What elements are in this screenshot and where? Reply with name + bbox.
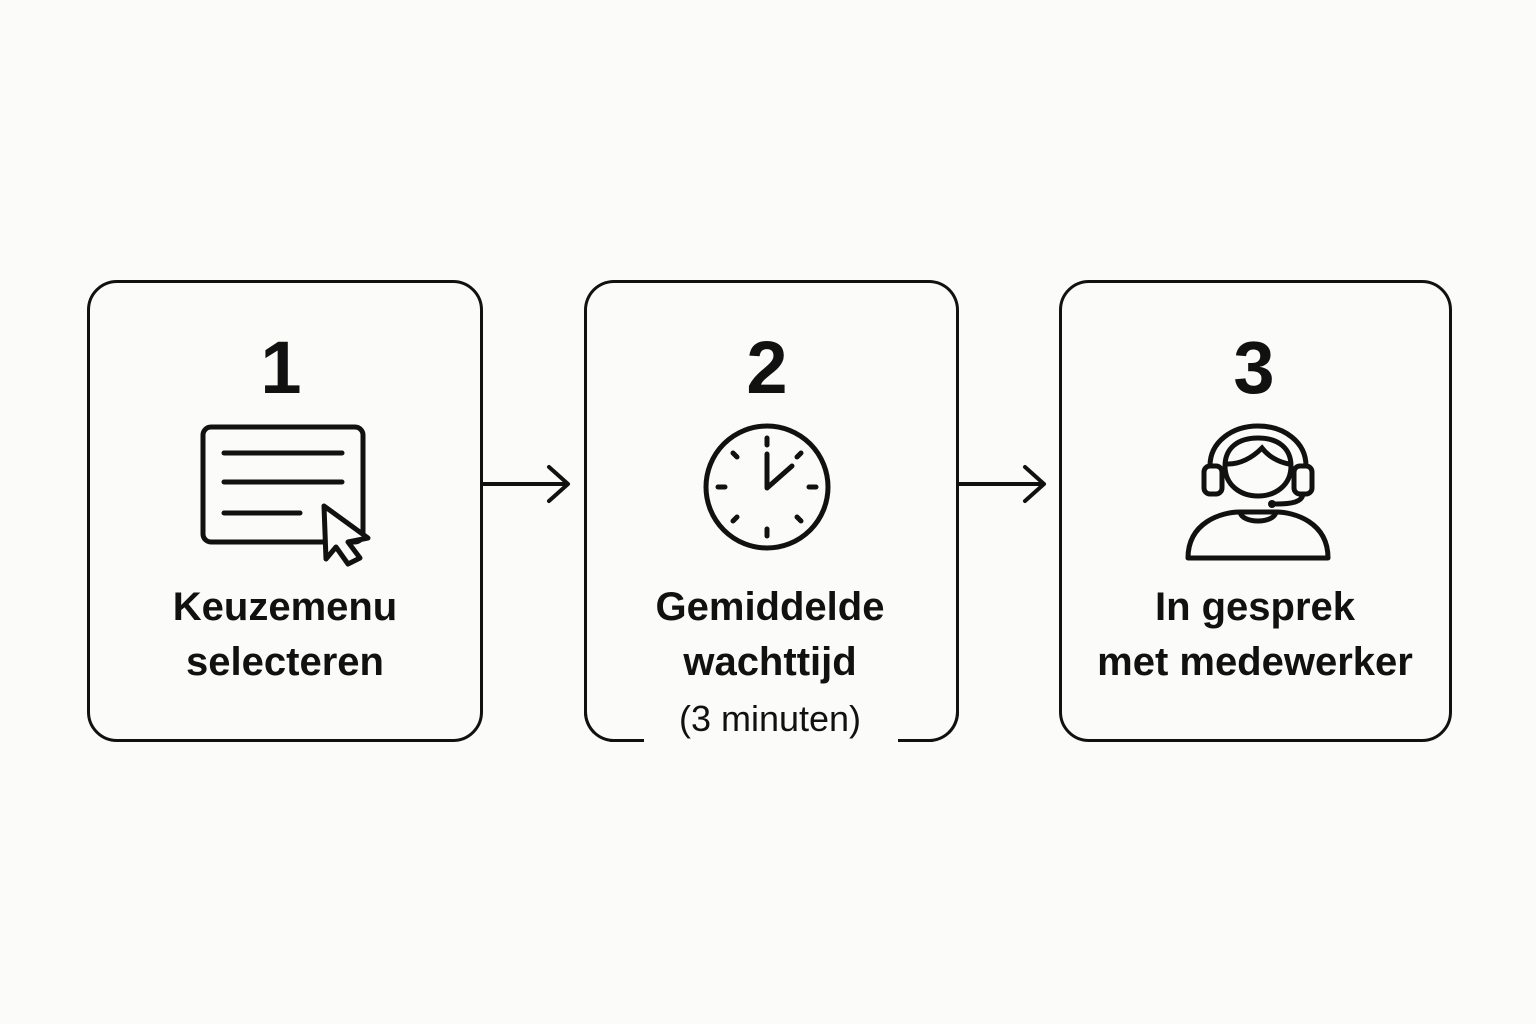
step-2-box-edge xyxy=(610,739,644,742)
step-2-box-corner xyxy=(929,712,959,742)
clock-icon xyxy=(703,423,831,551)
step-1-number: 1 xyxy=(260,326,302,409)
step-2-label-line-2: wachttijd xyxy=(683,640,857,684)
arrow-right-icon xyxy=(483,465,570,503)
step-2-box-corner xyxy=(584,712,614,742)
step-2-label-line-1: Gemiddelde xyxy=(655,585,885,629)
step-1-label-line-1: Keuzemenu xyxy=(172,585,398,629)
step-2-box xyxy=(584,280,959,742)
step-1-label: Keuzemenu selecteren xyxy=(137,580,433,690)
step-1-box xyxy=(87,280,483,742)
step-2-number: 2 xyxy=(746,326,788,409)
step-2-label: Gemiddelde wachttijd xyxy=(620,580,920,690)
arrow-right-icon xyxy=(959,465,1046,503)
step-3-label-line-1: In gesprek xyxy=(1154,585,1356,629)
step-3-number: 3 xyxy=(1233,326,1275,409)
step-3-label: In gesprek met medewerker xyxy=(1075,580,1435,690)
step-2-box-edge xyxy=(898,739,933,742)
step-3-label-line-2: met medewerker xyxy=(1097,640,1413,684)
step-3-box xyxy=(1059,280,1452,742)
menu-cursor-icon xyxy=(200,424,371,567)
step-1-label-line-2: selecteren xyxy=(186,640,384,684)
step-2-note: (3 minuten) xyxy=(678,698,862,739)
headset-agent-icon xyxy=(1185,423,1331,561)
